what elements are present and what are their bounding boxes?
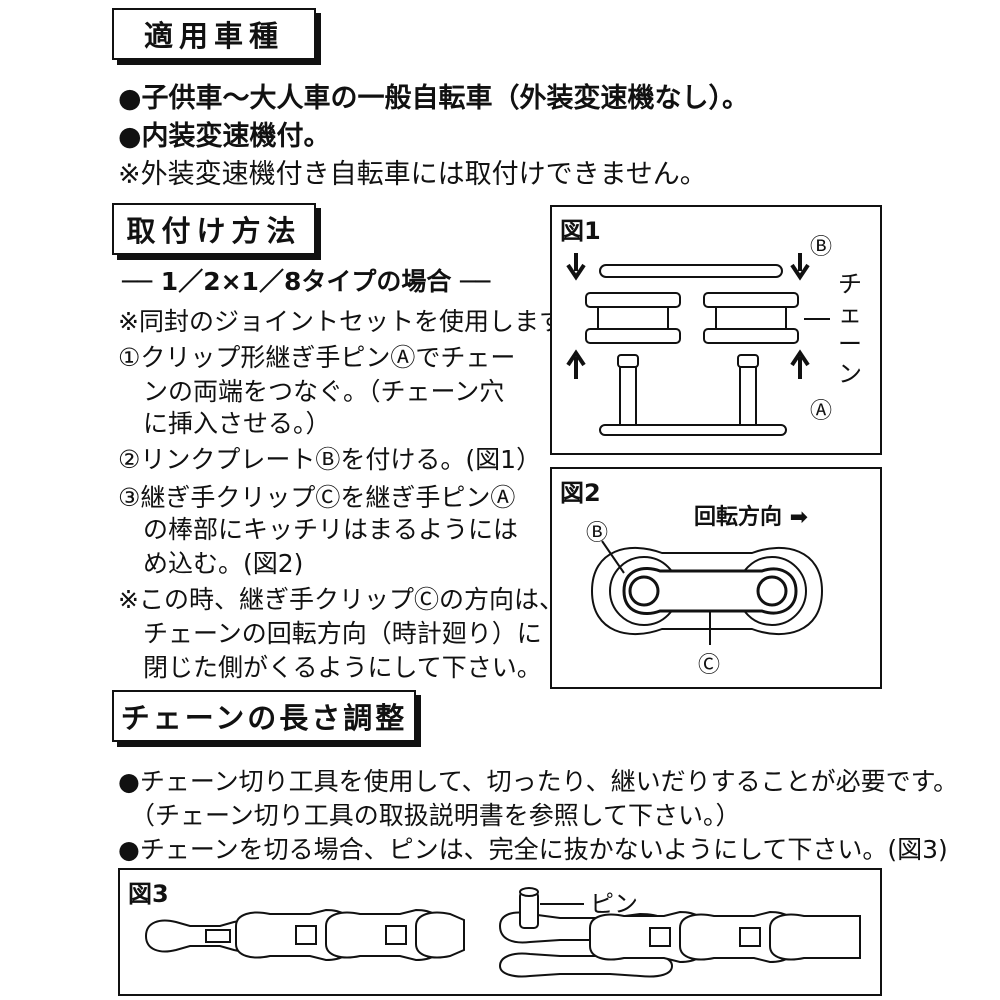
install-step-line: に挿入させる。） <box>118 409 331 438</box>
figure-2: 図2 回転方向 ➡ Ⓑ Ⓒ <box>550 467 882 689</box>
pin-label: ピン <box>590 890 638 918</box>
type-line: ── 1／2×1／8タイプの場合 ── <box>122 267 491 296</box>
heading-installation-method: 取付け方法 <box>112 203 316 255</box>
applicable-note: ※外装変速機付き自転車には取付けできません。 <box>118 159 707 190</box>
heading-chain-length-adjustment: チェーンの長さ調整 <box>112 690 416 742</box>
figure-3-label: 図3 <box>128 880 169 908</box>
callout-b: Ⓑ <box>810 235 833 260</box>
install-step-line: ②リンクプレートⒷを付ける。(図1） <box>118 445 542 474</box>
callout-a: Ⓐ <box>810 399 833 424</box>
figure-3: 図3 ピン <box>118 868 882 996</box>
adjustment-line-3: ●チェーンを切る場合、ピンは、完全に抜かないようにして下さい。(図3) <box>118 835 948 864</box>
figure-2-drawing <box>590 540 824 645</box>
adjustment-line-2: （チェーン切り工具の取扱説明書を参照して下さい。） <box>130 801 741 830</box>
figure-1-drawing <box>566 253 830 436</box>
figure-2-label: 図2 <box>560 479 601 507</box>
install-step-line: ンの両端をつなぐ。（チェーン穴 <box>118 377 505 406</box>
install-step-line: の棒部にキッチリはまるようには <box>118 515 519 544</box>
heading-text: 取付け方法 <box>126 214 302 248</box>
chain-label: チェーン <box>838 270 862 388</box>
applicable-line-1: ●子供車〜大人車の一般自転車（外装変速機なし）。 <box>118 83 750 114</box>
applicable-line-2: ●内装変速機付。 <box>118 121 331 152</box>
figure-3-drawing <box>144 887 861 978</box>
install-step-line: 閉じた側がくるようにして下さい。 <box>118 653 542 682</box>
figure-1: 図1 Ⓑ Ⓐ チェーン <box>550 205 882 455</box>
callout-c: Ⓒ <box>698 653 721 678</box>
figure-1-label: 図1 <box>560 217 601 245</box>
adjustment-line-1: ●チェーン切り工具を使用して、切ったり、継いだりすることが必要です。 <box>118 767 959 796</box>
callout-b: Ⓑ <box>586 521 609 546</box>
install-step-line: ※この時、継ぎ手クリップⒸの方向は、 <box>118 585 564 614</box>
heading-applicable-vehicles: 適用車種 <box>112 8 316 60</box>
install-step-line: ①クリップ形継ぎ手ピンⒶでチェー <box>118 343 516 372</box>
rotation-direction-label: 回転方向 ➡ <box>694 505 809 530</box>
heading-text: 適用車種 <box>143 19 284 53</box>
install-step-line: ※同封のジョイントセットを使用します。 <box>118 307 587 336</box>
install-step-line: ③継ぎ手クリップⒸを継ぎ手ピンⒶ <box>118 483 516 512</box>
install-step-line: チェーンの回転方向（時計廻り）に <box>118 619 542 648</box>
install-step-line: め込む。(図2) <box>118 549 304 578</box>
heading-text: チェーンの長さ調整 <box>120 701 408 735</box>
